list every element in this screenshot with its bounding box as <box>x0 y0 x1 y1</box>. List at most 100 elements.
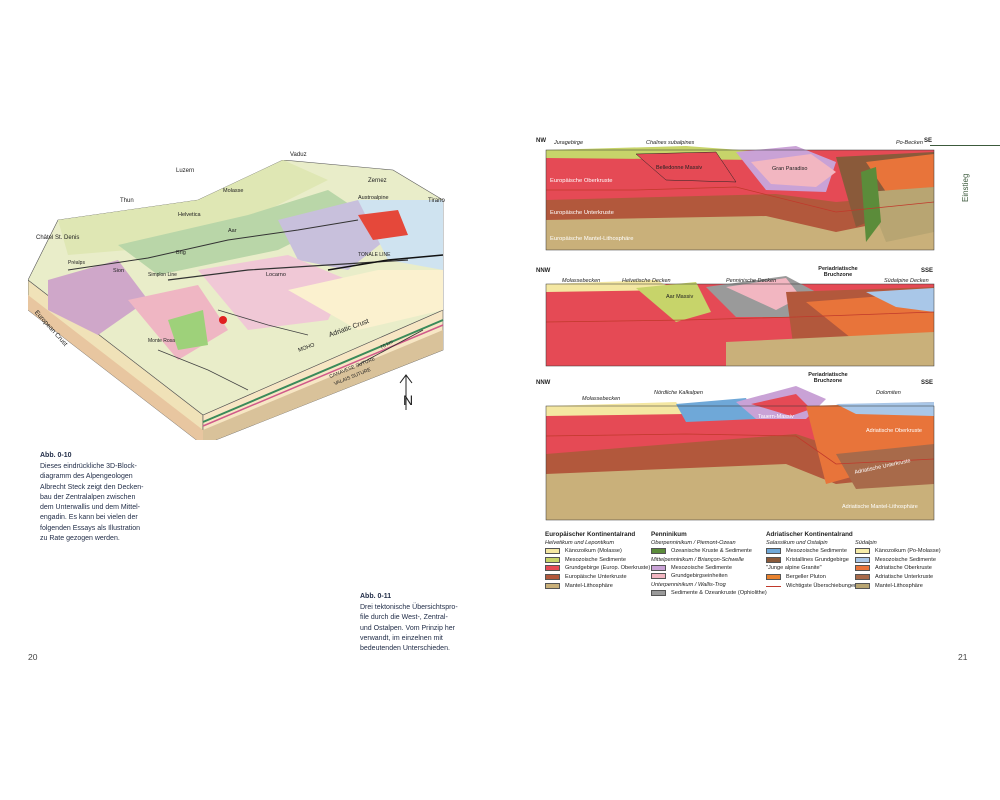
label-luzern: Luzern <box>176 168 195 174</box>
legend-item: Mesozoische Sedimente <box>545 556 650 565</box>
legend-label: Ozeanische Kruste & Sedimente <box>671 548 752 555</box>
legend-item: Mesozoische Sedimente <box>855 556 941 565</box>
legend-label: "Junge alpine Granite" <box>766 565 822 572</box>
profile-label: Europäische Mantel-Lithosphäre <box>550 236 634 242</box>
legend-swatch <box>545 574 560 581</box>
caption-line: engadin. Es kann bei vielen der <box>40 514 138 522</box>
legend-item: Känozoikum (Po-Molasse) <box>855 547 941 556</box>
legend-label: Mesozoische Sedimente <box>786 548 847 555</box>
dir-right: SSE <box>921 268 934 274</box>
legend-item: Mantel-Lithosphäre <box>545 581 650 590</box>
legend-label: Känozoikum (Po-Molasse) <box>875 548 941 555</box>
legend-label: Mesozoische Sedimente <box>875 556 936 563</box>
label-helvetica: Helvetica <box>178 212 201 218</box>
legend-label: Europäische Unterkruste <box>565 574 627 581</box>
legend-penninic: Penninikum Oberpenninikum / Piemont-Ozea… <box>651 531 767 597</box>
caption-body-0-10: Dieses eindrückliche 3D-Block- diagramm … <box>40 462 144 544</box>
dir-left: NW <box>536 138 546 144</box>
legend-item: Kristallines Grundgebirge <box>766 556 857 565</box>
caption-title-0-11: Abb. 0-11 <box>360 593 392 600</box>
legend-label: Adriatische Unterkruste <box>875 574 934 581</box>
legend-swatch <box>855 565 870 572</box>
block-diagram-svg <box>27 159 444 446</box>
profile-west-svg <box>545 146 935 251</box>
legend-item: Sedimente & Ozeankruste (Ophiolithe) <box>651 589 767 598</box>
dir-right: SE <box>924 138 933 144</box>
legend-subtitle: Südalpin <box>855 540 877 546</box>
label-austroalpine: Austroalpine <box>358 195 389 201</box>
caption-line: zu Rate gezogen werden. <box>40 535 120 543</box>
thrust-line-icon <box>766 583 781 589</box>
profile-label: Periadriatische Bruchzone <box>818 266 858 278</box>
caption-line: Dieses eindrückliche 3D-Block- <box>40 463 137 470</box>
profile-label: Helvetische Decken <box>622 278 671 284</box>
label-tonale: TONALE LINE <box>358 252 391 258</box>
caption-line: Albrecht Steck zeigt den Decken- <box>40 483 144 491</box>
legend-item: Adriatische Unterkruste <box>855 573 941 582</box>
legend-label: Adriatische Oberkruste <box>875 565 932 572</box>
caption-line: diagramm des Alpengeologen <box>40 473 133 481</box>
profile-label: Adriatische Oberkruste <box>866 428 922 434</box>
dir-left: NNW <box>536 380 551 386</box>
legend-label: Mesozoische Sedimente <box>565 556 626 563</box>
label-thun: Thun <box>120 198 134 204</box>
legend-swatch <box>545 556 560 563</box>
profile-label: Aar Massiv <box>666 294 694 300</box>
label-sion: Sion <box>113 268 125 274</box>
legend-item: Känozoikum (Molasse) <box>545 547 650 556</box>
profile-label: Tauern-Massiv <box>758 414 794 420</box>
legend-swatch <box>855 574 870 581</box>
caption-line: file durch die West-, Zentral- <box>360 614 448 622</box>
legend-subtitle: Helvetikum und Lepontikum <box>545 540 615 546</box>
profile-east: NNW SSE Molassebecken Nördliche Kalkalpe… <box>536 372 942 524</box>
caption-line: folgenden Essays als Illustration <box>40 524 140 532</box>
legend-label: Wichtigste Überschiebungen <box>786 582 858 589</box>
label-simplon: Simplon Line <box>148 272 177 278</box>
profile-label: Penninische Decken <box>726 278 777 284</box>
legend-swatch <box>766 556 781 563</box>
label-aar: Aar <box>228 228 237 234</box>
profile-label: Europäische Unterkruste <box>550 210 614 216</box>
legend-item: Wichtigste Überschiebungen <box>766 581 857 590</box>
caption-body-0-11: Drei tektonische Übersichtspro- file dur… <box>360 603 458 654</box>
caption-line: verwandt, im einzelnen mit <box>360 634 443 642</box>
profile-label: Dolomiten <box>876 390 901 396</box>
profile-label: Periadriatische Bruchzone <box>808 372 848 384</box>
legend-european: Europäischer Kontinentalrand Helvetikum … <box>545 531 650 590</box>
legend-swatch <box>766 574 781 581</box>
label-zernez: Zernez <box>368 178 387 184</box>
legend-item: Mesozoische Sedimente <box>766 547 857 556</box>
page-number-left: 20 <box>28 652 38 662</box>
legend-swatch <box>855 582 870 589</box>
profile-central-svg <box>545 276 935 367</box>
legend-label: Kristallines Grundgebirge <box>786 556 849 563</box>
legend-item: "Junge alpine Granite" <box>766 564 857 573</box>
legend-label: Känozoikum (Molasse) <box>565 548 622 555</box>
profile-central: NNW SSE Molassebecken Helvetische Decken… <box>536 262 942 370</box>
caption-line: bedeutenden Unterschieden. <box>360 645 450 653</box>
legend-swatch <box>651 548 666 555</box>
legend-item: Grundgebirge (Europ. Oberkruste) <box>545 564 650 573</box>
label-brig: Brig <box>176 250 186 256</box>
section-rule <box>930 145 1000 146</box>
legend-subtitle: Oberpenninikum / Piemont-Ozean <box>651 540 736 546</box>
legend-item: Adriatische Oberkruste <box>855 564 941 573</box>
legend-item: Grundgebirgseinheiten <box>651 572 767 581</box>
legend-item: Bergeller Pluton <box>766 573 857 582</box>
dir-right: SSE <box>921 380 934 386</box>
legend-label: Grundgebirgseinheiten <box>671 573 728 580</box>
legend-title: Adriatischer Kontinentalrand <box>766 531 853 538</box>
profile-label: Adriatische Mantel-Lithosphäre <box>842 504 918 510</box>
label-molasse: Molasse <box>223 188 244 194</box>
profile-label: Molassebecken <box>582 396 621 402</box>
caption-line: bau der Zentralalpen zwischen <box>40 493 136 501</box>
legend-title <box>855 531 941 539</box>
legend-swatch <box>855 548 870 555</box>
profile-label: Belledonne Massiv <box>656 165 703 171</box>
caption-line: Drei tektonische Übersichtspro- <box>360 604 458 611</box>
caption-line: dem Unterwallis und dem Mittel- <box>40 504 140 512</box>
legend-swatch <box>766 548 781 555</box>
label-chatel: Châtel St. Denis <box>36 235 80 241</box>
profile-west: NW SE Juragebirge Chaînes subalpines Po-… <box>536 132 942 257</box>
label-tirano: Tirano <box>428 198 445 204</box>
